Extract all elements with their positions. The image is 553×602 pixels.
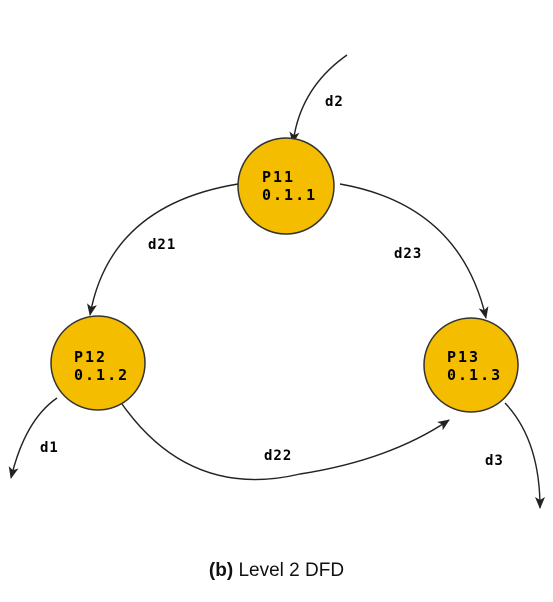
process-p13: P13 0.1.3 — [423, 317, 519, 413]
figure-caption: (b) Level 2 DFD — [0, 560, 553, 582]
flow-d1-line — [8, 397, 58, 479]
flow-d2-label: d2 — [325, 94, 344, 110]
flow-d22-label: d22 — [264, 448, 292, 464]
flow-d21-label: d21 — [148, 237, 176, 253]
caption-label: (b) — [208, 560, 234, 581]
flow-d3-label: d3 — [485, 453, 504, 469]
process-p12-number: 0.1.2 — [74, 366, 129, 384]
flow-d3-line — [504, 402, 545, 509]
process-p13-number: 0.1.3 — [447, 366, 502, 384]
flow-d1-label: d1 — [40, 440, 59, 456]
flow-d21-line — [87, 183, 239, 316]
process-p11: P11 0.1.1 — [237, 137, 335, 235]
process-p11-number: 0.1.1 — [262, 186, 317, 204]
flow-d23-label: d23 — [394, 246, 422, 262]
flow-d23-line — [339, 183, 489, 319]
process-p12-name: P12 — [74, 348, 107, 366]
process-p12-circle — [50, 315, 146, 411]
process-p13-name: P13 — [447, 348, 480, 366]
caption-title: Level 2 DFD — [238, 560, 345, 581]
process-p11-name: P11 — [262, 168, 295, 186]
flow-d2-line — [289, 54, 348, 144]
process-p12: P12 0.1.2 — [50, 315, 146, 411]
process-p13-circle — [423, 317, 519, 413]
process-p11-circle — [237, 137, 335, 235]
flow-d22-line — [121, 403, 450, 481]
